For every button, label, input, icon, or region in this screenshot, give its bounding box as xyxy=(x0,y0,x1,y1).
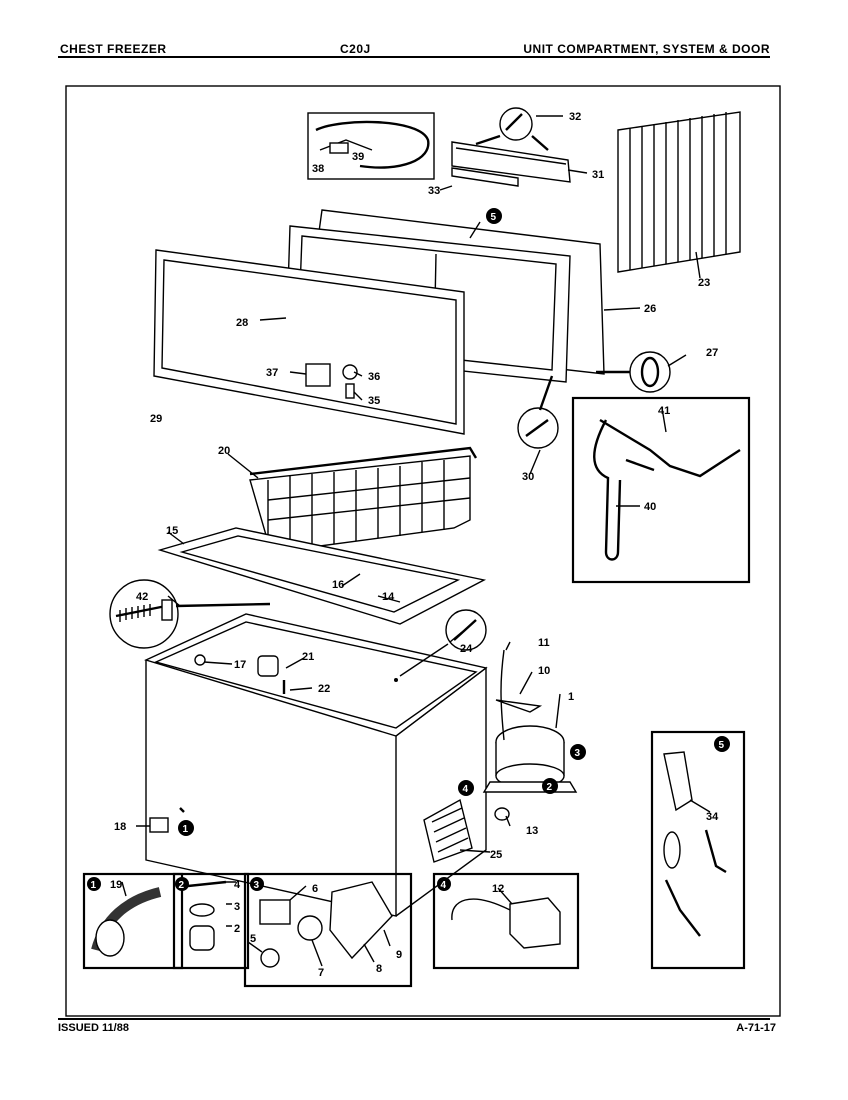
callout-39: 39 xyxy=(352,151,364,163)
capillary-tube xyxy=(495,699,543,713)
callout-2: 2 xyxy=(234,923,240,935)
callout-16: 16 xyxy=(332,579,344,591)
inset-drain-hose xyxy=(82,872,184,970)
callout-21: 21 xyxy=(302,651,314,663)
header-model: C20J xyxy=(340,42,371,56)
screw-detail xyxy=(109,579,271,649)
header-section: UNIT COMPARTMENT, SYSTEM & DOOR xyxy=(523,42,770,56)
callout-27: 27 xyxy=(706,347,718,359)
wire-divider xyxy=(617,111,741,273)
callout-22: 22 xyxy=(318,683,330,695)
power-cord-inset xyxy=(307,112,435,180)
callout-33: 33 xyxy=(428,185,440,197)
hinge-detail-inset xyxy=(571,396,751,584)
callout-37: 37 xyxy=(266,367,278,379)
callout-26: 26 xyxy=(644,303,656,315)
marker-2-inset-label: 2 xyxy=(179,880,185,891)
callout-29: 29 xyxy=(150,413,162,425)
inset-lamp-socket xyxy=(650,730,746,970)
marker-4-cabinet: 4 xyxy=(458,780,474,796)
marker-5-inset: 5 xyxy=(714,736,730,752)
drain-plug xyxy=(149,817,169,833)
marker-3-compressor-label: 3 xyxy=(575,748,581,759)
inset-valve xyxy=(172,872,250,970)
marker-3-compressor: 3 xyxy=(570,744,586,760)
marker-1-inset: 1 xyxy=(87,877,101,891)
marker-5-top: 5 xyxy=(486,208,502,224)
callout-42: 42 xyxy=(136,591,148,603)
marker-2-inset: 2 xyxy=(175,877,189,891)
header-rule xyxy=(58,56,770,58)
callout-24: 24 xyxy=(460,643,473,655)
inset-thermostat xyxy=(432,872,580,970)
footer-rule xyxy=(58,1018,770,1020)
callout-3: 3 xyxy=(234,901,240,913)
diagram-frame xyxy=(65,85,781,1017)
lid-frame xyxy=(153,249,465,435)
callout-11: 11 xyxy=(538,637,550,649)
callout-6: 6 xyxy=(312,883,318,895)
footer-issued: ISSUED 11/88 xyxy=(58,1022,129,1034)
footer-page-code: A-71-17 xyxy=(736,1022,776,1034)
callout-25: 25 xyxy=(490,849,502,861)
callout-36: 36 xyxy=(368,371,380,383)
callout-14: 14 xyxy=(382,591,395,603)
callout-41: 41 xyxy=(658,405,670,417)
callout-1: 1 xyxy=(568,691,574,703)
callout-20: 20 xyxy=(218,445,230,457)
callout-32: 32 xyxy=(569,111,581,123)
compressor xyxy=(482,725,578,793)
grille xyxy=(423,798,473,863)
callout-28: 28 xyxy=(236,317,248,329)
marker-4-inset: 4 xyxy=(437,877,451,891)
callout-7: 7 xyxy=(318,967,324,979)
callout-18: 18 xyxy=(114,821,126,833)
callout-34: 34 xyxy=(706,811,719,823)
callout-9: 9 xyxy=(396,949,402,961)
marker-3-inset: 3 xyxy=(250,877,264,891)
callout-8: 8 xyxy=(376,963,382,975)
callout-10: 10 xyxy=(538,665,550,677)
marker-2-compressor-label: 2 xyxy=(547,782,553,793)
marker-5-inset-label: 5 xyxy=(719,740,725,751)
callout-15: 15 xyxy=(166,525,178,537)
breaker-strip xyxy=(157,527,487,625)
callout-4: 4 xyxy=(234,879,241,891)
callout-17: 17 xyxy=(234,659,246,671)
callout-40: 40 xyxy=(644,501,656,513)
gasket-detail-icon xyxy=(640,356,660,388)
callout-35: 35 xyxy=(368,395,380,407)
callout-5: 5 xyxy=(250,933,256,945)
marker-1-inset-label: 1 xyxy=(91,880,97,891)
marker-4-inset-label: 4 xyxy=(441,880,447,891)
header-product: CHEST FREEZER xyxy=(60,42,167,56)
marker-2-compressor: 2 xyxy=(542,778,558,794)
callout-12: 12 xyxy=(492,883,504,895)
hinge-bracket xyxy=(451,107,571,187)
callout-19: 19 xyxy=(110,879,122,891)
marker-1-cabinet-label: 1 xyxy=(183,824,189,835)
wire-basket xyxy=(249,446,478,551)
callout-38: 38 xyxy=(312,163,324,175)
callout-13: 13 xyxy=(526,825,538,837)
inset-relay-overload xyxy=(243,872,413,988)
callout-23: 23 xyxy=(698,277,710,289)
marker-4-cabinet-label: 4 xyxy=(463,784,469,795)
callout-30: 30 xyxy=(522,471,534,483)
callout-31: 31 xyxy=(592,169,604,181)
freezer-cabinet xyxy=(144,613,488,917)
marker-5-top-label: 5 xyxy=(491,212,497,223)
marker-3-inset-label: 3 xyxy=(254,880,260,891)
marker-1-cabinet: 1 xyxy=(178,820,194,836)
